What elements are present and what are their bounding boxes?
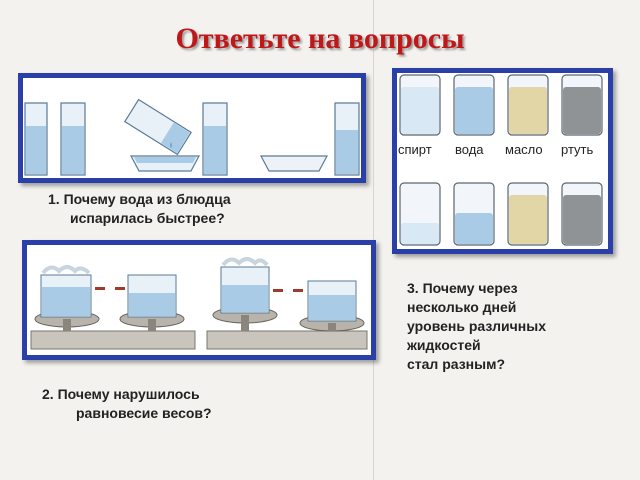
steam-1 [41,265,91,275]
scale-left-base [30,330,196,350]
question-1-line-1: 1. Почему вода из блюдца [48,191,231,207]
scale-arm-left [95,287,105,290]
scale-arm-right [273,289,283,292]
question-2-line-1: 2. Почему нарушилось [42,386,200,402]
liquid-label-water: вода [455,142,484,157]
evaporation-illustration [18,73,366,183]
liquid-label-alcohol: спирт [398,142,432,157]
question-1: 1. Почему вода из блюдца испарилась быст… [48,190,231,228]
question-2-line-2: равновесие весов? [76,405,212,421]
glass-second-water [62,126,84,174]
question-3-line-4: жидкостей [407,337,481,353]
question-3-line-1: 3. Почему через [407,280,518,296]
water-drop [170,142,172,148]
liquids-illustration: спирт вода масло ртуть [392,68,613,254]
question-3-line-3: уровень различных [407,318,546,334]
saucer-empty [260,155,328,172]
page-title: Ответьте на вопросы [175,22,465,55]
pouring-glass [123,98,192,156]
question-3-line-5: стал разным? [407,356,505,372]
liquid-label-oil: масло [505,142,543,157]
question-1-line-2: испарилась быстрее? [70,210,225,226]
question-2: 2. Почему нарушилось равновесие весов? [42,385,212,423]
steam-3 [221,257,269,267]
liquid-label-mercury: ртуть [561,142,593,157]
glass-left-water [26,126,46,174]
balance-scales-illustration [22,240,376,360]
question-3: 3. Почему через несколько дней уровень р… [407,279,546,374]
question-3-line-2: несколько дней [407,299,517,315]
scale-right-base [206,330,368,350]
